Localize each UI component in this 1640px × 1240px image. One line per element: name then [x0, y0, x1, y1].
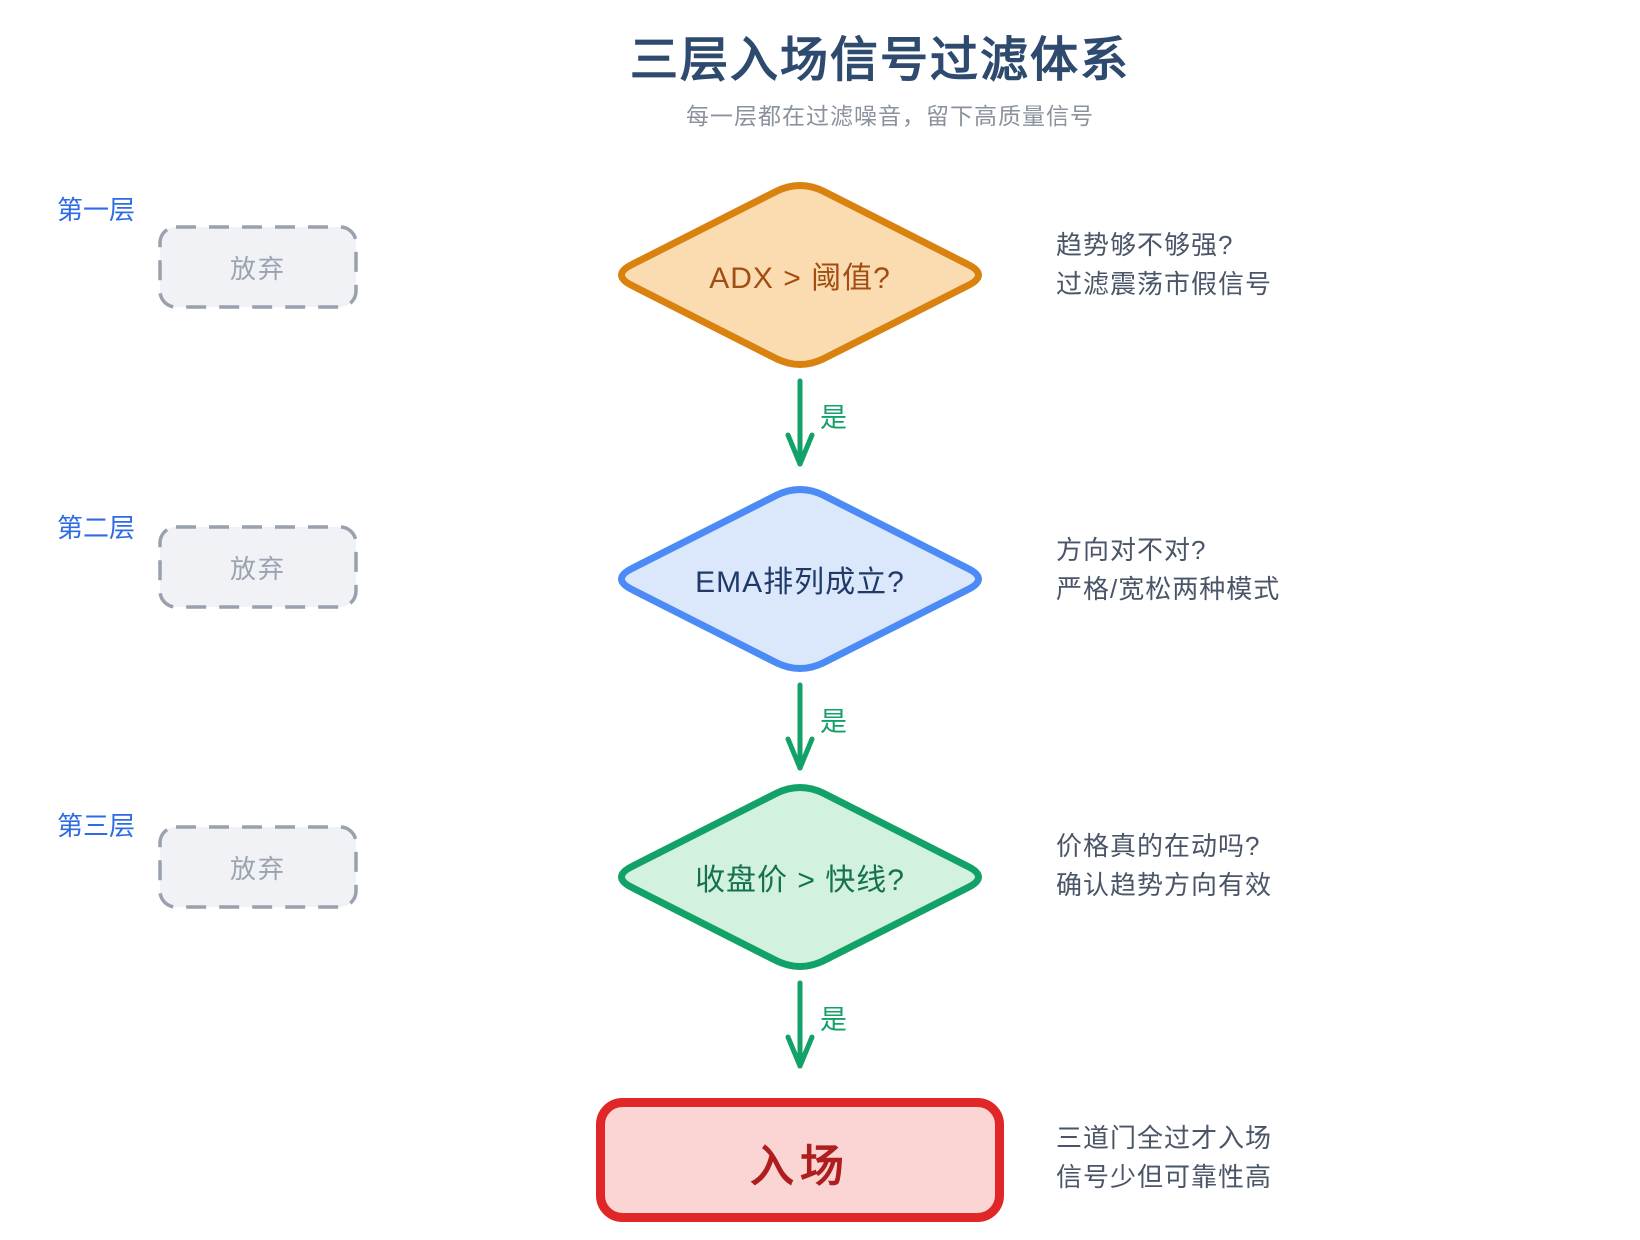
yes-arrow-3 [768, 978, 832, 1070]
down-arrow-icon [785, 682, 815, 771]
diamond-shape [618, 486, 982, 672]
layer-3-reject-box: 放弃 [156, 823, 360, 911]
entry-result-node: 入场 [590, 1092, 1010, 1232]
layer-2-desc-line2: 严格/宽松两种模式 [1056, 574, 1281, 604]
result-description: 三道门全过才入场 信号少但可靠性高 [1056, 1119, 1272, 1197]
layer-3-decision-node: 收盘价 > 快线? [600, 772, 1000, 982]
layer-2-decision-node: EMA排列成立? [600, 474, 1000, 684]
layer-3-question: 收盘价 > 快线? [695, 864, 905, 897]
layer-2-desc-line1: 方向对不对? [1056, 535, 1207, 565]
dashed-rect-shape [158, 525, 358, 609]
layer-1-question: ADX > 阈值? [709, 262, 891, 295]
layer-1-reject-box: 放弃 [156, 223, 360, 311]
layer-3-desc-line2: 确认趋势方向有效 [1056, 870, 1273, 900]
entry-label: 入场 [750, 1142, 850, 1191]
layer-1-label: 第一层 [57, 195, 136, 225]
yes-label-2: 是 [820, 707, 847, 737]
down-arrow-icon [785, 378, 815, 467]
layer-1-desc-line1: 趋势够不够强? [1056, 230, 1234, 260]
layer-1-desc-line2: 过滤震荡市假信号 [1056, 269, 1273, 299]
layer-3-reject-label: 放弃 [229, 853, 286, 884]
yes-label-3: 是 [820, 1005, 847, 1035]
layer-1-reject-label: 放弃 [229, 253, 286, 284]
layer-3-desc-line1: 价格真的在动吗? [1056, 831, 1261, 861]
layer-2-label: 第二层 [57, 513, 136, 543]
layer-1-decision-node: ADX > 阈值? [600, 170, 1000, 380]
dashed-rect-shape [158, 225, 358, 309]
layer-2-description: 方向对不对? 严格/宽松两种模式 [1056, 531, 1280, 609]
layer-3-label: 第三层 [57, 811, 136, 841]
diamond-shape [618, 784, 982, 970]
down-arrow-icon [785, 980, 815, 1069]
page-subtitle: 每一层都在过滤噪音，留下高质量信号 [686, 103, 1094, 129]
diamond-shape [618, 182, 982, 368]
rounded-rect-shape [596, 1098, 1004, 1222]
layer-3-description: 价格真的在动吗? 确认趋势方向有效 [1056, 827, 1272, 905]
dashed-rect-shape [158, 825, 358, 909]
page-title: 三层入场信号过滤体系 [629, 34, 1131, 87]
yes-arrow-2 [768, 680, 832, 772]
layer-2-reject-label: 放弃 [229, 553, 286, 584]
result-desc-line1: 三道门全过才入场 [1056, 1123, 1273, 1153]
yes-arrow-1 [768, 376, 832, 468]
result-desc-line2: 信号少但可靠性高 [1056, 1162, 1273, 1192]
yes-label-1: 是 [820, 403, 847, 433]
layer-2-question: EMA排列成立? [695, 566, 905, 599]
layer-1-description: 趋势够不够强? 过滤震荡市假信号 [1056, 226, 1272, 304]
layer-2-reject-box: 放弃 [156, 523, 360, 611]
